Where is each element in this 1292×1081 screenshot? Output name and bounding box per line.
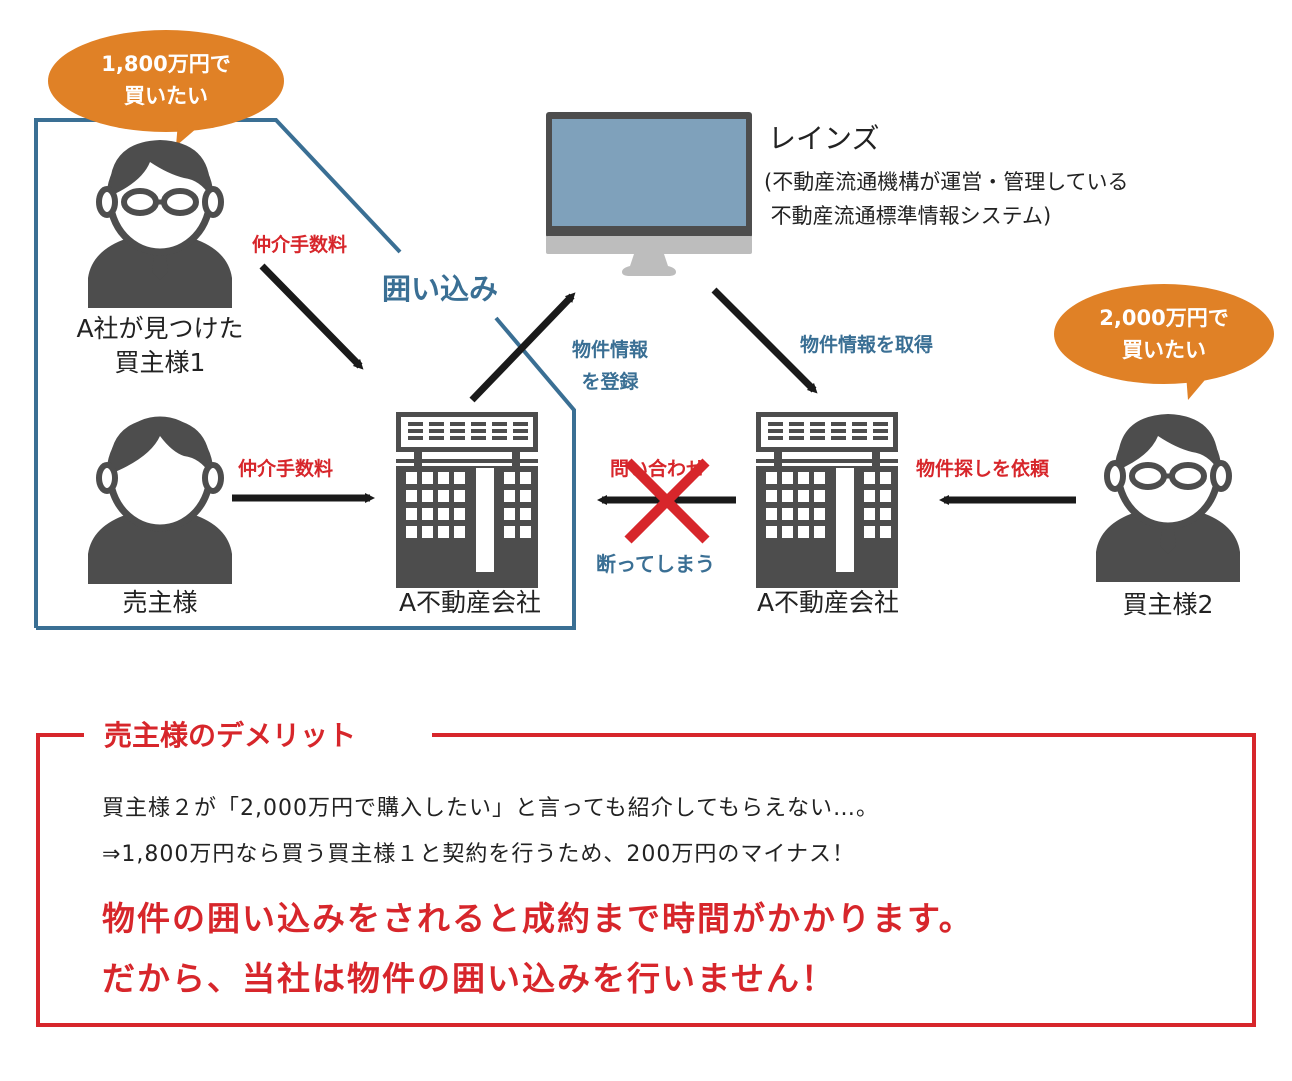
label-register-line1: 物件情報 <box>571 339 648 361</box>
reins-desc-line2: 不動産流通標準情報システム) <box>764 204 1052 228</box>
building-window <box>422 526 433 538</box>
buyer1-name: A社が見つけた 買主様1 <box>40 312 280 380</box>
panel-emphasis2: だから、当社は物件の囲い込みを行いません！ <box>102 959 837 998</box>
panel-title: 売主様のデメリット <box>104 719 357 752</box>
buyer2-bubble-text: 2,000万円で 買いたい <box>1094 302 1234 366</box>
reins-desc-line1: (不動産流通機構が運営・管理している <box>764 170 1129 194</box>
enclosure-label: 囲い込み <box>382 272 499 306</box>
label-register: 物件情報 を登録 <box>560 334 660 398</box>
building-window <box>520 526 531 538</box>
panel-line1: 買主様２が「2,000万円で購入したい」と言っても紹介してもらえない…。 <box>102 796 880 821</box>
building-window <box>422 490 433 502</box>
buyer1-bubble-line2: 買いたい <box>124 84 208 108</box>
panel-emphasis1: 物件の囲い込みをされると成約まで時間がかかります。 <box>102 899 974 938</box>
building-window <box>454 526 465 538</box>
label-commission-seller: 仲介手数料 <box>238 458 334 480</box>
label-inquiry: 問い合わせ <box>610 458 706 480</box>
arrow-buyer1-to-agency <box>259 263 364 370</box>
building-window <box>454 508 465 520</box>
agency-right-name: A不動産会社 <box>756 588 900 617</box>
building-window <box>880 508 891 520</box>
buyer2-bubble-line1: 2,000万円で <box>1099 306 1229 330</box>
building-window <box>438 526 449 538</box>
building-window <box>438 472 449 484</box>
label-request: 物件探しを依頼 <box>916 458 1050 480</box>
demerit-panel <box>36 733 1256 1027</box>
panel-line2: ⇒1,800万円なら買う買主様１と契約を行うため、200万円のマイナス！ <box>102 842 855 867</box>
speech-bubble-buyer1 <box>48 30 284 146</box>
building-window <box>406 490 417 502</box>
monitor-icon <box>546 112 752 276</box>
building-door <box>836 468 854 572</box>
building-window <box>864 472 875 484</box>
building-window <box>880 490 891 502</box>
building-window <box>406 508 417 520</box>
arrow-agency-to-reins <box>469 292 576 403</box>
building-window <box>814 490 825 502</box>
building-window <box>798 526 809 538</box>
building-window <box>880 472 891 484</box>
office-building-icon-left <box>396 412 538 588</box>
building-window <box>864 490 875 502</box>
building-window <box>766 490 777 502</box>
buyer1-name-line2: 買主様1 <box>114 348 206 377</box>
building-window <box>798 490 809 502</box>
building-window <box>406 472 417 484</box>
building-window <box>454 472 465 484</box>
building-body <box>396 466 538 588</box>
building-window <box>814 472 825 484</box>
building-window <box>782 508 793 520</box>
office-building-icon-right <box>756 412 898 588</box>
building-window <box>438 508 449 520</box>
buyer1-bubble-line1: 1,800万円で <box>101 52 231 76</box>
arrow-reins-to-agency <box>711 287 818 394</box>
label-commission-buyer1: 仲介手数料 <box>252 234 348 256</box>
refused-cross-icon <box>624 458 710 544</box>
speech-bubble-buyer2 <box>1054 284 1274 400</box>
building-window <box>520 490 531 502</box>
building-window <box>864 526 875 538</box>
building-window <box>814 508 825 520</box>
label-refuse: 断ってしまう <box>596 552 715 576</box>
building-window <box>814 526 825 538</box>
building-window <box>782 526 793 538</box>
building-door <box>476 468 494 572</box>
buyer2-bubble-line2: 買いたい <box>1122 338 1206 362</box>
building-window <box>798 472 809 484</box>
buyer2-name: 買主様2 <box>1122 590 1214 619</box>
building-window <box>504 508 515 520</box>
building-window <box>798 508 809 520</box>
building-window <box>766 472 777 484</box>
agency-left-name: A不動産会社 <box>398 588 542 617</box>
building-window <box>520 472 531 484</box>
building-window <box>782 472 793 484</box>
buyer1-name-line1: A社が見つけた <box>76 314 244 343</box>
businessman-glasses-icon-buyer2 <box>1096 414 1240 582</box>
building-window <box>438 490 449 502</box>
panel-top-border-right <box>432 733 1256 737</box>
building-window <box>766 526 777 538</box>
businessman-glasses-icon-buyer1 <box>88 140 232 308</box>
building-window <box>782 490 793 502</box>
building-window <box>422 508 433 520</box>
label-register-line2: を登録 <box>581 371 639 393</box>
building-window <box>520 508 531 520</box>
label-fetch: 物件情報を取得 <box>800 334 934 356</box>
building-window <box>864 508 875 520</box>
building-window <box>504 490 515 502</box>
building-window <box>504 526 515 538</box>
building-window <box>454 490 465 502</box>
person-icon-seller <box>88 416 232 584</box>
building-window <box>880 526 891 538</box>
panel-top-border-left <box>36 733 84 737</box>
seller-name: 売主様 <box>122 588 198 617</box>
building-window <box>422 472 433 484</box>
building-window <box>406 526 417 538</box>
buyer1-bubble-text: 1,800万円で 買いたい <box>96 48 236 112</box>
reins-title: レインズ <box>768 122 880 155</box>
building-window <box>766 508 777 520</box>
building-window <box>504 472 515 484</box>
building-body <box>756 466 898 588</box>
